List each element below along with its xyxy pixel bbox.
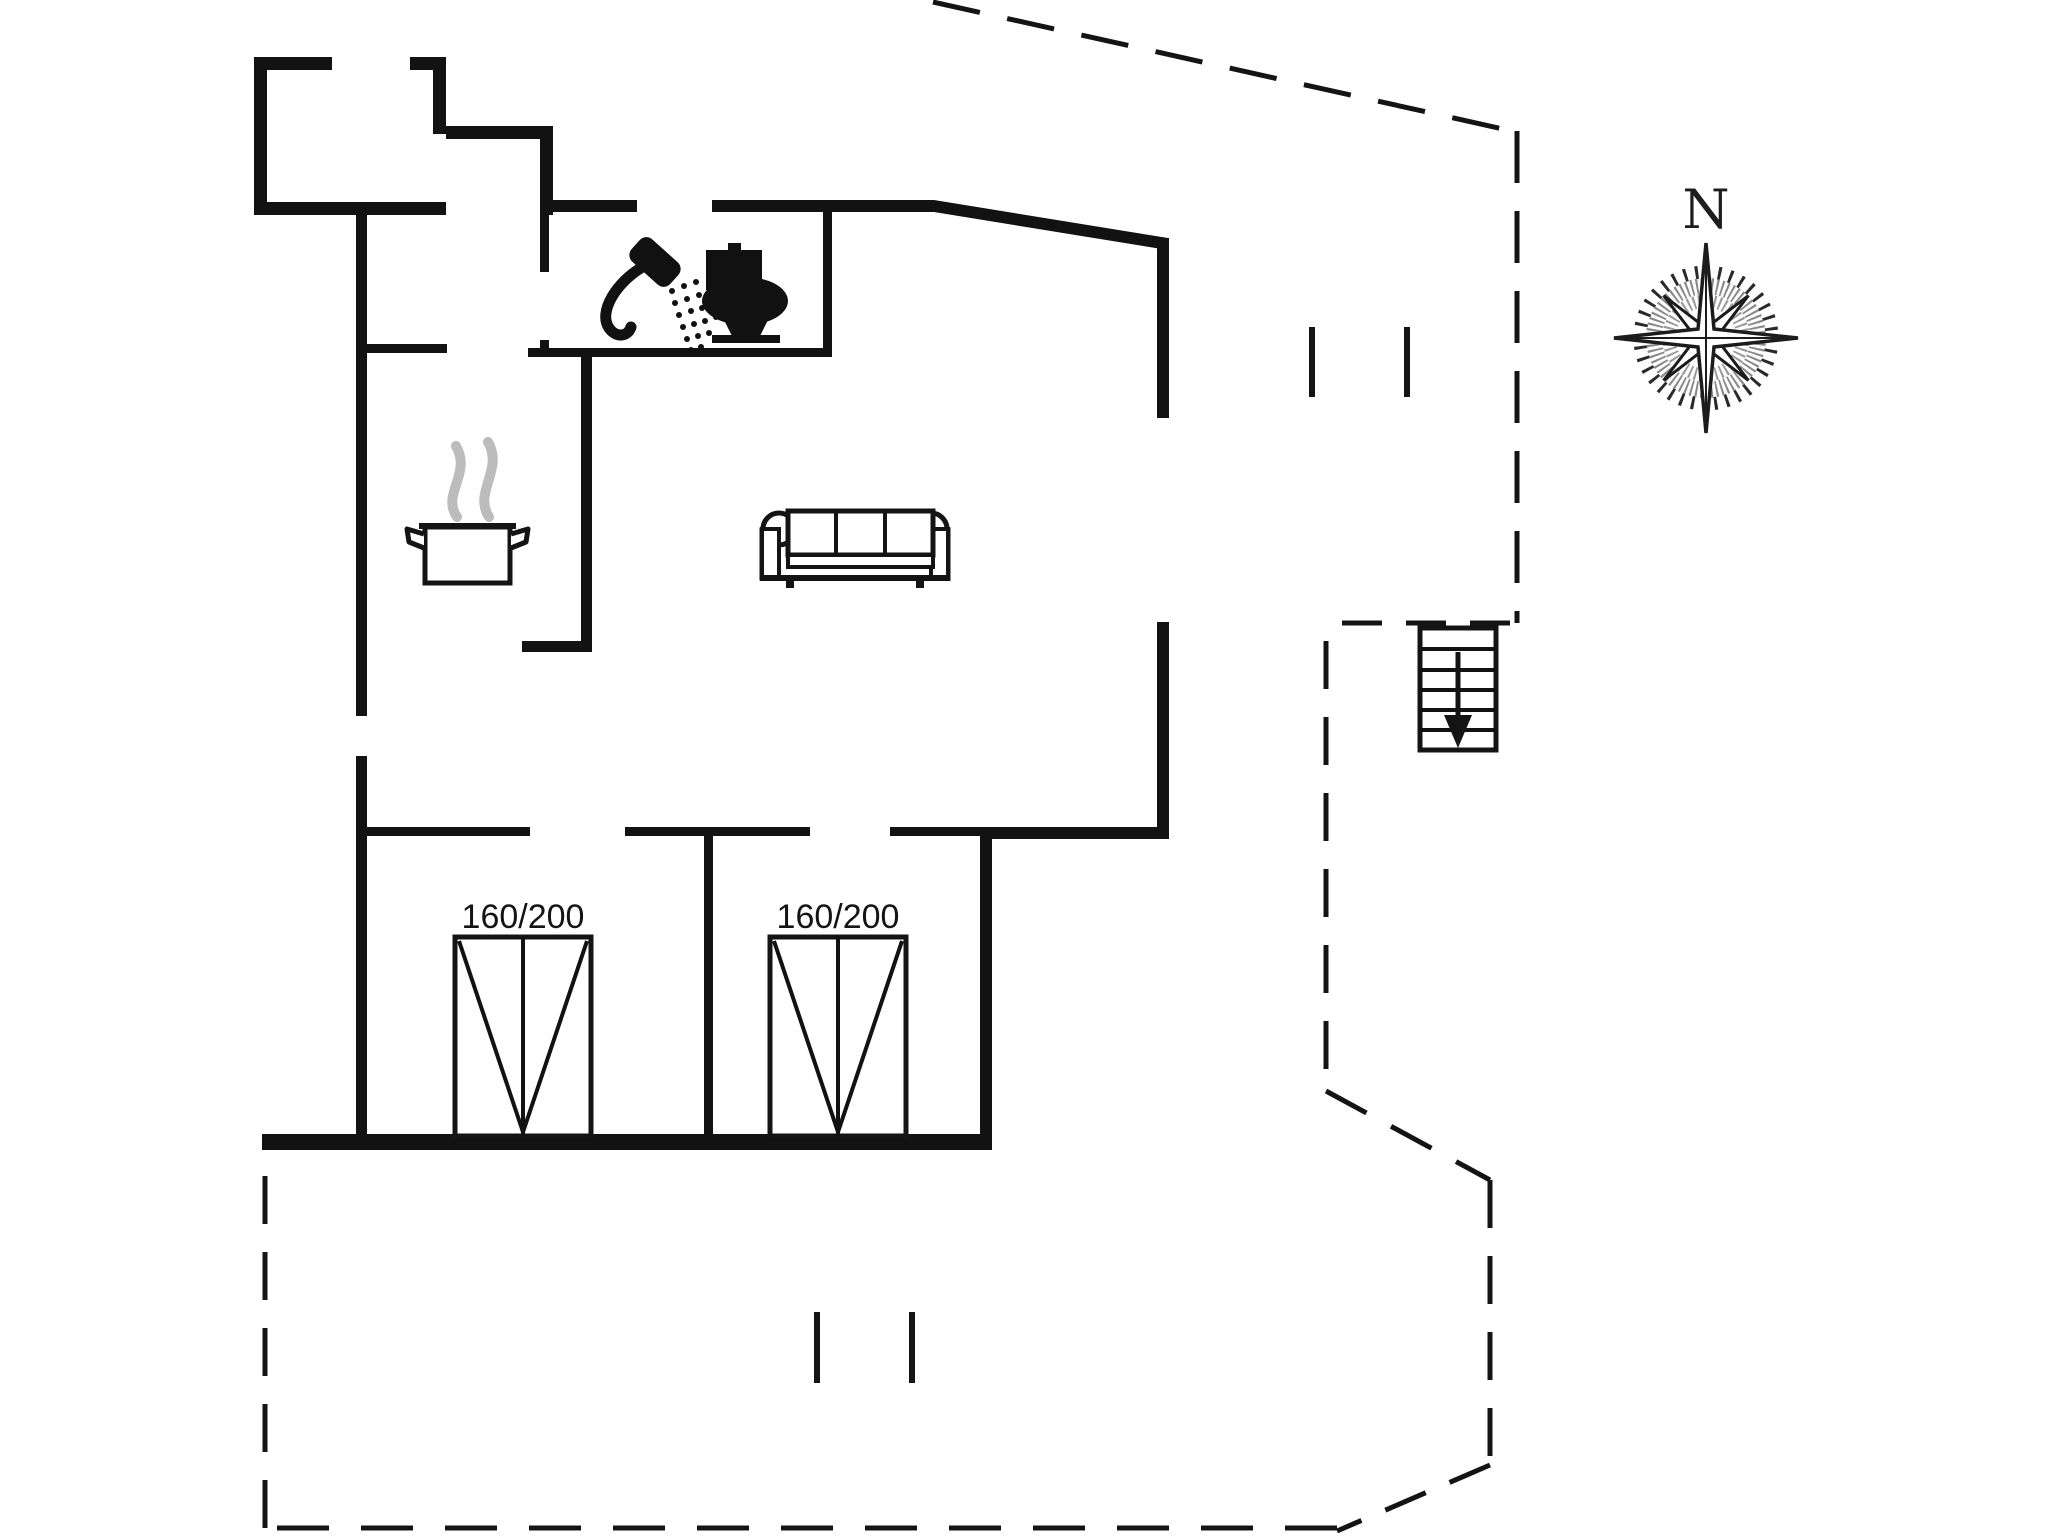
terrace-line-top-diagonal bbox=[932, 0, 1513, 134]
kitchen-corner-wall bbox=[522, 641, 592, 652]
terrace-line-diag-2 bbox=[1336, 1462, 1491, 1534]
window-markers bbox=[814, 327, 1410, 1383]
left-wall-lower bbox=[356, 756, 367, 1148]
cooking-pot-icon bbox=[404, 437, 531, 586]
bath-left-wall bbox=[540, 215, 549, 272]
steam bbox=[447, 441, 466, 522]
bed-size-label: 160/200 bbox=[462, 898, 585, 936]
bed-symbol-2 bbox=[767, 934, 909, 1139]
bedroom-top-wall-a bbox=[362, 827, 530, 836]
stairs-down-icon bbox=[1417, 625, 1499, 753]
annex-bottom-wall bbox=[254, 202, 446, 215]
bath-right-wall bbox=[823, 212, 832, 356]
kitchen-top-wall bbox=[362, 344, 447, 353]
shower-icon bbox=[600, 237, 719, 353]
annex-right-wall bbox=[433, 57, 446, 134]
walls bbox=[254, 57, 1169, 1150]
bed-size-label: 160/200 bbox=[777, 898, 900, 936]
right-wall-lower bbox=[1157, 622, 1169, 838]
steam bbox=[479, 437, 498, 522]
shower-hose bbox=[600, 260, 650, 341]
top-wall-diagonal bbox=[934, 200, 1168, 250]
bath-bottom-wall bbox=[528, 348, 832, 357]
bedroom-block-right-wall bbox=[980, 827, 992, 1148]
left-wall-upper bbox=[356, 215, 367, 716]
annex-left-wall bbox=[254, 57, 267, 215]
southeast-wall bbox=[985, 827, 1169, 839]
annex-top-wall-a bbox=[254, 57, 332, 70]
bedroom-top-wall-b bbox=[625, 827, 810, 836]
north-label: N bbox=[1682, 178, 1729, 241]
toilet-icon bbox=[702, 243, 788, 343]
right-wall-upper bbox=[1157, 238, 1169, 418]
entry-step-wall-v bbox=[540, 126, 553, 215]
stairs-direction-arrow bbox=[1444, 715, 1472, 748]
bedroom-divider-wall bbox=[704, 827, 713, 1136]
compass-rose-icon bbox=[1613, 242, 1799, 434]
top-wall-b bbox=[712, 200, 934, 212]
sofa-icon bbox=[759, 508, 951, 588]
terrace-boundary bbox=[262, 0, 1520, 1534]
bed-symbol-1 bbox=[452, 934, 594, 1139]
kitchen-right-wall bbox=[581, 348, 592, 652]
shower-head bbox=[629, 237, 681, 287]
top-wall-a bbox=[540, 200, 637, 212]
entry-step-wall-h bbox=[446, 126, 553, 139]
bedroom-top-wall-c bbox=[890, 827, 985, 836]
terrace-line-diag-1 bbox=[1324, 1088, 1492, 1183]
